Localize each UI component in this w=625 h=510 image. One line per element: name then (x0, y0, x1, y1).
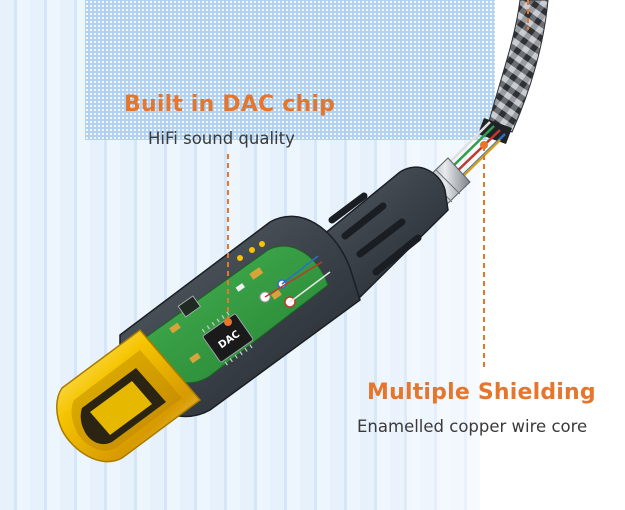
shielding-callout-title: Multiple Shielding (367, 380, 596, 405)
dotted-panel (85, 0, 495, 140)
dac-callout-subtitle: HiFi sound quality (148, 129, 295, 148)
dac-callout-title: Built in DAC chip (124, 92, 336, 117)
dac-callout-line (224, 154, 232, 326)
dac-chip: DAC (201, 311, 254, 366)
shielding-callout-subtitle: Enamelled copper wire core (357, 417, 588, 436)
shielding-callout-line (480, 0, 529, 370)
usb-c-plug (56, 328, 202, 463)
